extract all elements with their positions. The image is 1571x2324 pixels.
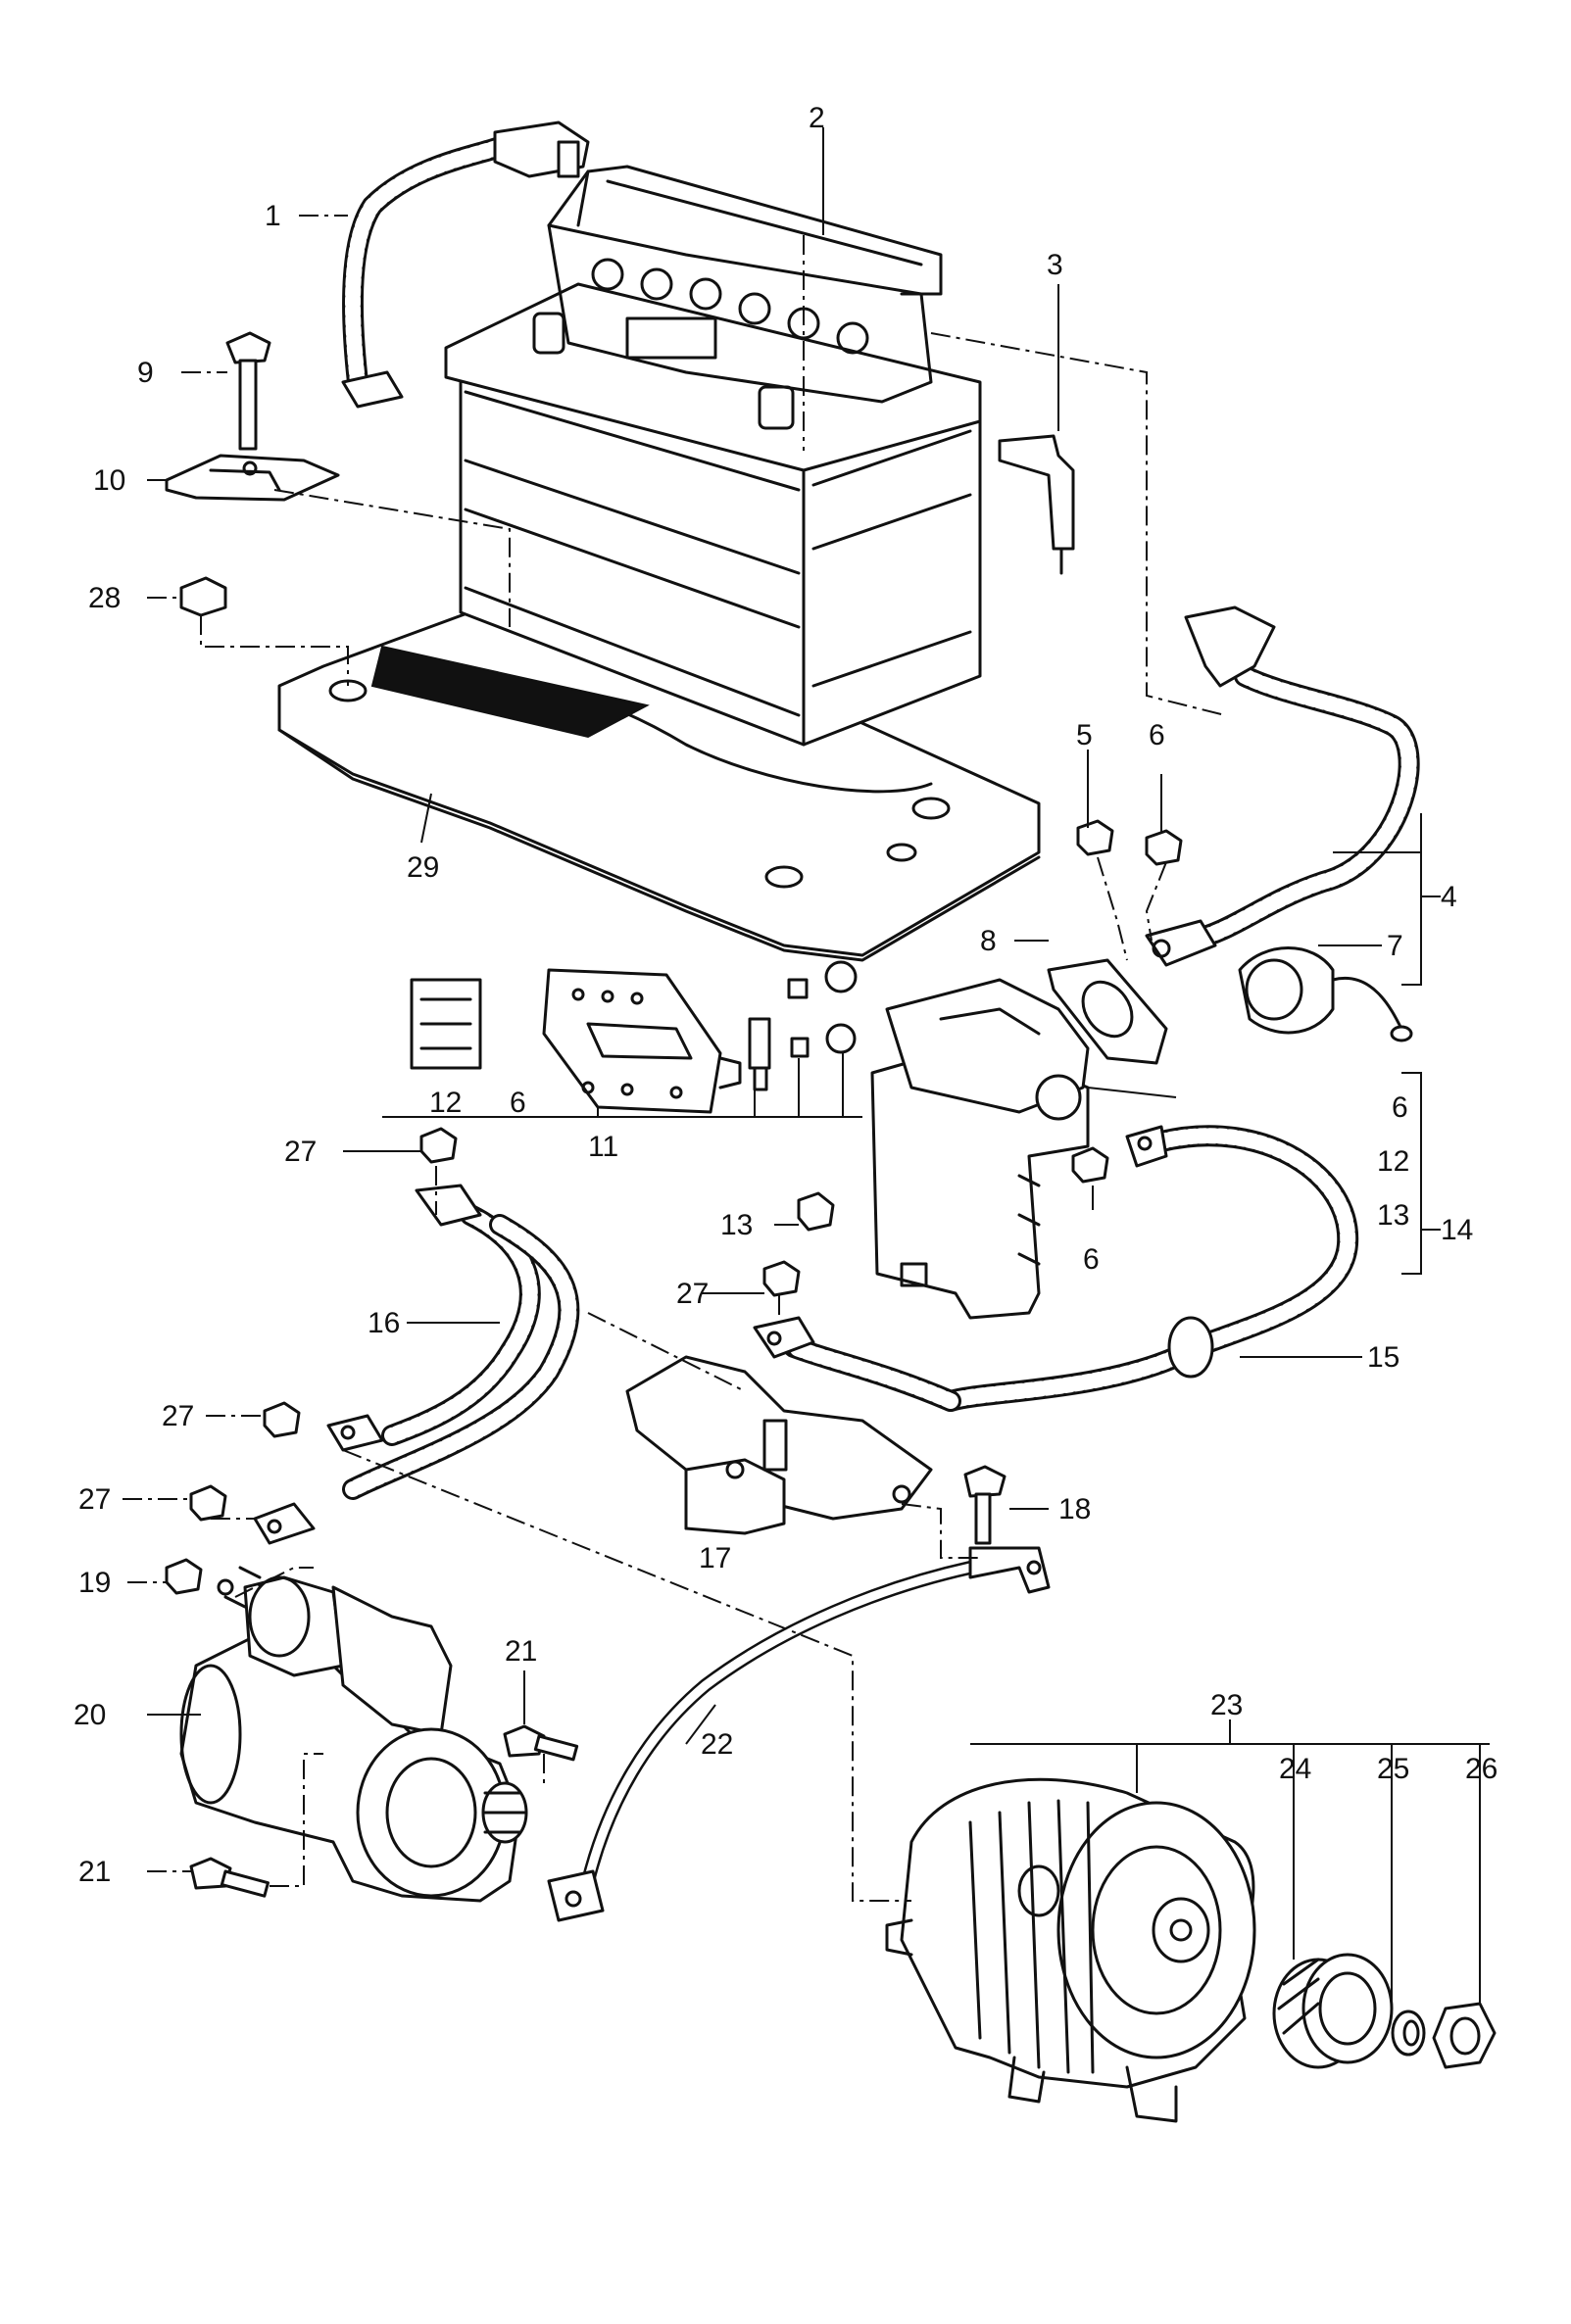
callout-27: 27 [284,1136,317,1168]
callout-4: 4 [1441,881,1457,913]
cable-16 [253,1184,580,1545]
callout-labels: 1 2 3 4 5 6 7 8 9 10 28 29 12 6 11 27 13… [74,102,1497,1888]
gasket-8 [1047,958,1168,1065]
cap-7 [1238,946,1413,1042]
fuse-box [870,978,1090,1320]
nut-26 [1432,2002,1497,2069]
callout-13: 13 [720,1209,753,1241]
callout-23: 23 [1210,1689,1243,1721]
callout-21: 21 [505,1635,537,1668]
clamp-10 [165,454,340,502]
callout-3: 3 [1047,249,1063,281]
callout-27: 27 [78,1483,111,1516]
callout-2: 2 [809,102,825,134]
battery [444,165,982,747]
nut-13 [797,1191,835,1232]
callout-20: 20 [74,1699,106,1731]
callout-12: 12 [429,1087,462,1119]
callout-9: 9 [137,357,154,389]
nut-28 [179,576,227,617]
callout-7: 7 [1387,930,1403,962]
callout-8: 8 [980,925,997,957]
callout-17: 17 [699,1542,731,1574]
nuts-11 [824,960,858,1054]
battery-cable-long [1145,605,1420,967]
callout-1: 1 [265,200,281,232]
bolt-21-upper [503,1724,579,1762]
callout-10: 10 [93,464,125,497]
callout-28: 28 [88,582,121,614]
washer-25 [1391,2009,1426,2057]
nut-27-b [762,1260,801,1297]
callout-6: 6 [1392,1091,1408,1124]
battery-cable-short [341,121,590,409]
leader-lines [123,127,1490,2009]
callout-5: 5 [1076,719,1093,751]
callout-13: 13 [1377,1199,1409,1232]
bracket-17 [625,1355,933,1535]
nut-6 [1145,829,1183,866]
cable-15 [753,1125,1359,1412]
pulley-24 [1272,1953,1394,2069]
callout-14: 14 [1441,1214,1473,1246]
nut-27-a [419,1127,458,1164]
callout-15: 15 [1367,1341,1399,1374]
callout-24: 24 [1279,1753,1311,1785]
callout-6: 6 [510,1087,526,1119]
bolt-9 [225,331,271,451]
starter-motor [179,1566,528,1903]
washers [787,978,810,1058]
nut-27-d [189,1484,227,1522]
callout-6: 6 [1083,1243,1100,1276]
nut-19 [165,1558,203,1595]
alternator [885,1777,1256,2123]
plate-11 [542,968,742,1114]
callout-21: 21 [78,1856,111,1888]
vent-elbow [998,434,1075,575]
callout-6: 6 [1149,719,1165,751]
label-12 [410,978,482,1070]
callout-19: 19 [78,1567,111,1599]
fuse-clip [748,1017,771,1091]
nut-5 [1076,819,1114,856]
nut-27-c [263,1401,301,1438]
bolt-21-lower [189,1857,270,1898]
callout-11: 11 [588,1131,618,1163]
callout-25: 25 [1377,1753,1409,1785]
callout-12: 12 [1377,1145,1409,1178]
callout-22: 22 [701,1728,733,1761]
callout-27: 27 [676,1278,709,1310]
callout-18: 18 [1058,1493,1091,1525]
callout-16: 16 [368,1307,400,1339]
nut-6-b [1071,1146,1109,1184]
callout-29: 29 [407,851,439,884]
callout-26: 26 [1465,1753,1497,1785]
bolt-18 [963,1465,1006,1545]
cable-22 [547,1546,1051,1922]
callout-27: 27 [162,1400,194,1432]
